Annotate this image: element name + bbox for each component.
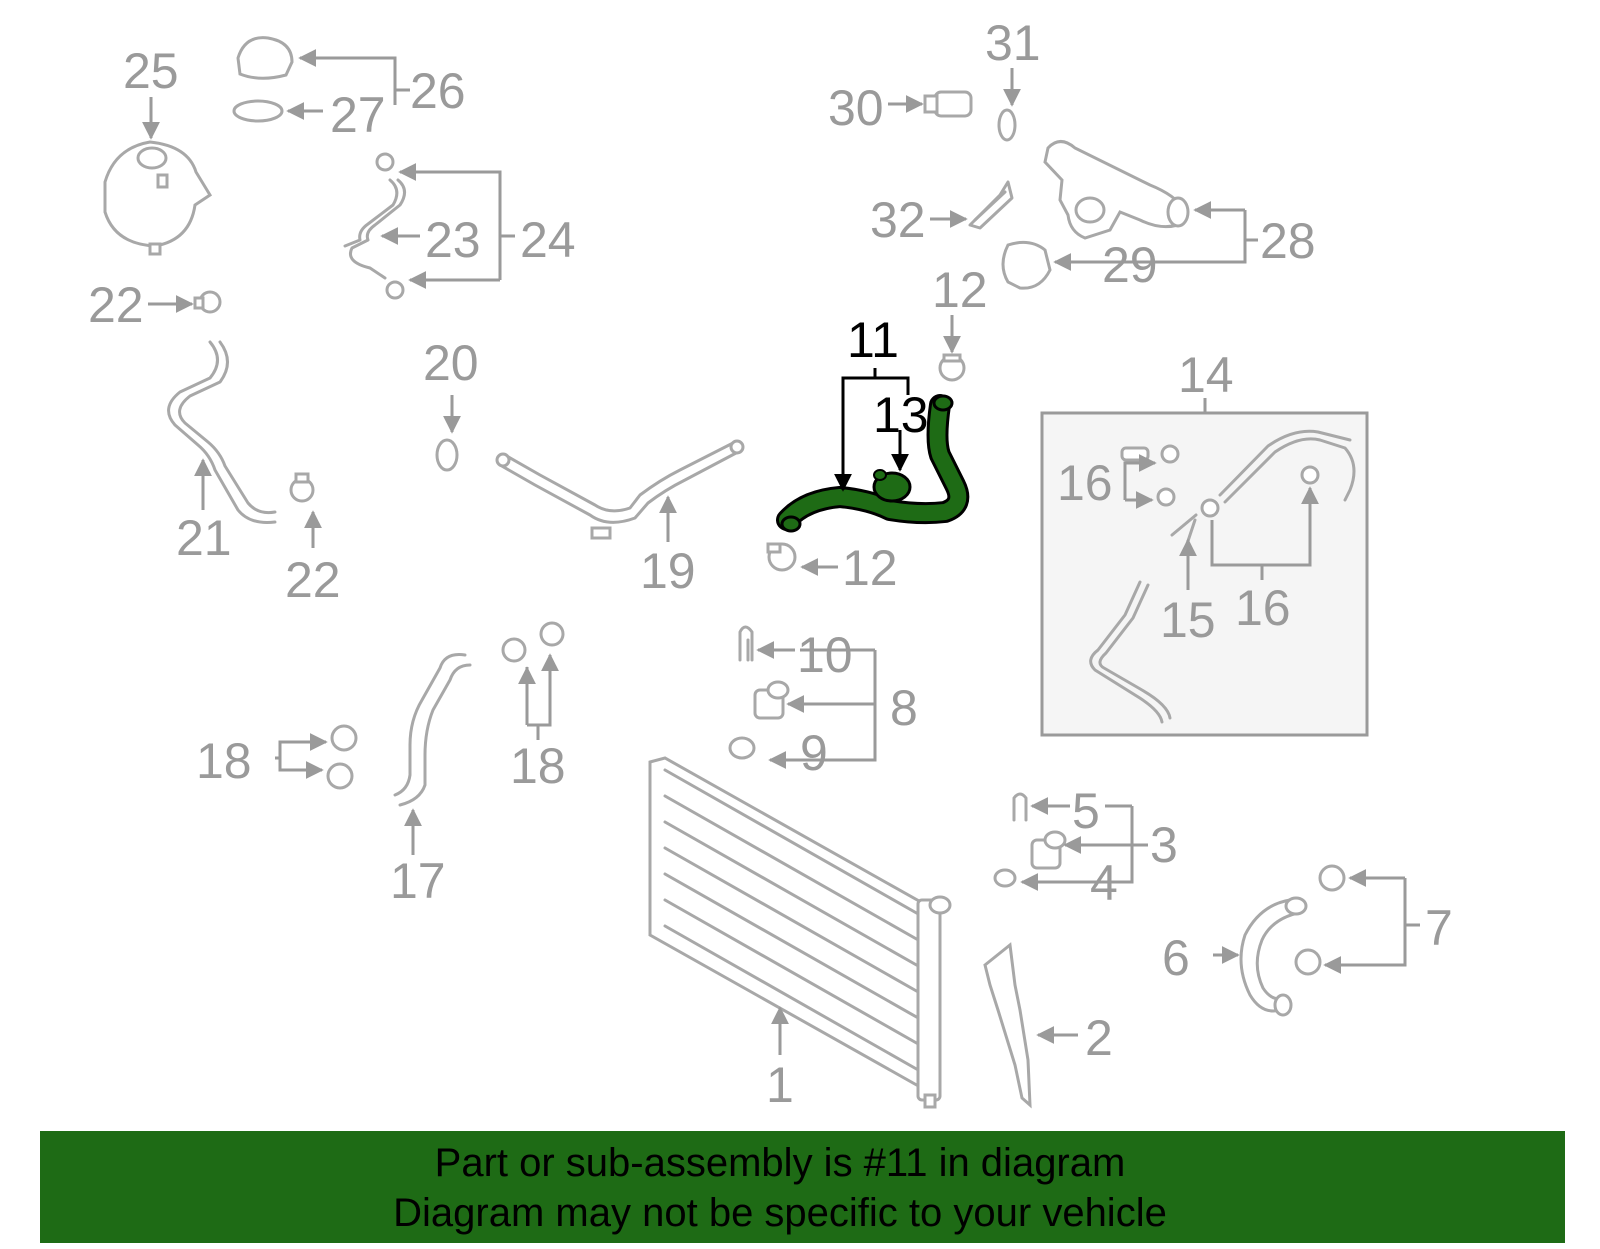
callout-14: 14 bbox=[1178, 347, 1234, 403]
info-banner: Part or sub-assembly is #11 in diagram D… bbox=[40, 1131, 1565, 1243]
clamps-part-18-left bbox=[326, 724, 358, 790]
callout-30: 30 bbox=[828, 80, 884, 136]
expansion-tank-part bbox=[103, 140, 213, 256]
callout-20: 20 bbox=[423, 335, 479, 391]
hose-clamp-part-12-bottom bbox=[766, 542, 797, 572]
callout-29: 29 bbox=[1102, 237, 1158, 293]
callout-4: 4 bbox=[1090, 855, 1118, 911]
callout-21: 21 bbox=[176, 510, 232, 566]
callout-16-left: 16 bbox=[1057, 455, 1113, 511]
hose-part-21 bbox=[167, 340, 277, 524]
callout-24: 24 bbox=[520, 212, 576, 268]
callout-11: 11 bbox=[847, 312, 899, 368]
hose-part-6 bbox=[1239, 896, 1308, 1017]
plug-part-3 bbox=[1030, 830, 1067, 870]
callout-19: 19 bbox=[640, 543, 696, 599]
bracket-part-10 bbox=[738, 625, 754, 662]
callout-22-top: 22 bbox=[88, 277, 144, 333]
callout-28: 28 bbox=[1260, 213, 1316, 269]
shroud-part-2 bbox=[983, 942, 1032, 1109]
callout-1: 1 bbox=[766, 1057, 794, 1113]
callout-10: 10 bbox=[797, 627, 853, 683]
callout-31: 31 bbox=[985, 15, 1041, 71]
oring-part-20 bbox=[435, 438, 459, 472]
sensor-part-30 bbox=[923, 90, 973, 118]
oring-part-9 bbox=[728, 736, 756, 760]
hose-assembly-part-14 bbox=[1089, 429, 1356, 724]
radiator-hose-part-11 bbox=[776, 394, 970, 533]
callout-18-right: 18 bbox=[510, 738, 566, 794]
banner-line-1: Part or sub-assembly is #11 in diagram bbox=[434, 1141, 1126, 1185]
banner-line-2: Diagram may not be specific to your vehi… bbox=[393, 1191, 1167, 1235]
callout-5: 5 bbox=[1072, 783, 1100, 839]
coolant-pipe-part-19 bbox=[495, 439, 745, 540]
callout-3: 3 bbox=[1150, 817, 1178, 873]
callout-23: 23 bbox=[425, 212, 481, 268]
callout-18-left: 18 bbox=[196, 733, 252, 789]
small-hose-part bbox=[343, 152, 406, 300]
callout-12-top: 12 bbox=[932, 262, 988, 318]
callout-22-bottom: 22 bbox=[285, 552, 341, 608]
hose-clamp-part-12-top bbox=[938, 353, 966, 382]
clamp-part-22-bottom bbox=[289, 472, 315, 503]
callout-6: 6 bbox=[1162, 930, 1190, 986]
plug-part-8 bbox=[753, 680, 790, 720]
bracket-part-5 bbox=[1012, 792, 1028, 822]
clip-part-32 bbox=[968, 180, 1014, 230]
clamps-part-18-right bbox=[501, 621, 565, 663]
bleeder-cap-part-13 bbox=[872, 469, 912, 503]
clamp-part-22-top bbox=[193, 290, 222, 314]
tank-cap-part bbox=[232, 36, 294, 123]
callout-8: 8 bbox=[890, 680, 918, 736]
oring-part-4 bbox=[993, 868, 1017, 888]
callout-12-bottom: 12 bbox=[842, 540, 898, 596]
hose-part-17 bbox=[393, 653, 472, 807]
oring-part-31 bbox=[997, 108, 1017, 142]
callout-17: 17 bbox=[390, 853, 446, 909]
callout-26: 26 bbox=[410, 63, 466, 119]
callout-32: 32 bbox=[870, 192, 926, 248]
callout-15: 15 bbox=[1160, 592, 1216, 648]
callout-2: 2 bbox=[1085, 1010, 1113, 1066]
gasket-part-29 bbox=[1001, 240, 1052, 290]
callout-16-right: 16 bbox=[1235, 580, 1291, 636]
callout-25: 25 bbox=[123, 43, 179, 99]
callout-13: 13 bbox=[873, 387, 929, 443]
callout-27: 27 bbox=[330, 87, 386, 143]
callout-9: 9 bbox=[800, 725, 828, 781]
clamps-part-7 bbox=[1294, 864, 1346, 976]
radiator-part-1 bbox=[648, 756, 952, 1109]
thermostat-housing-part-28 bbox=[1043, 140, 1190, 240]
callout-7: 7 bbox=[1425, 900, 1453, 956]
